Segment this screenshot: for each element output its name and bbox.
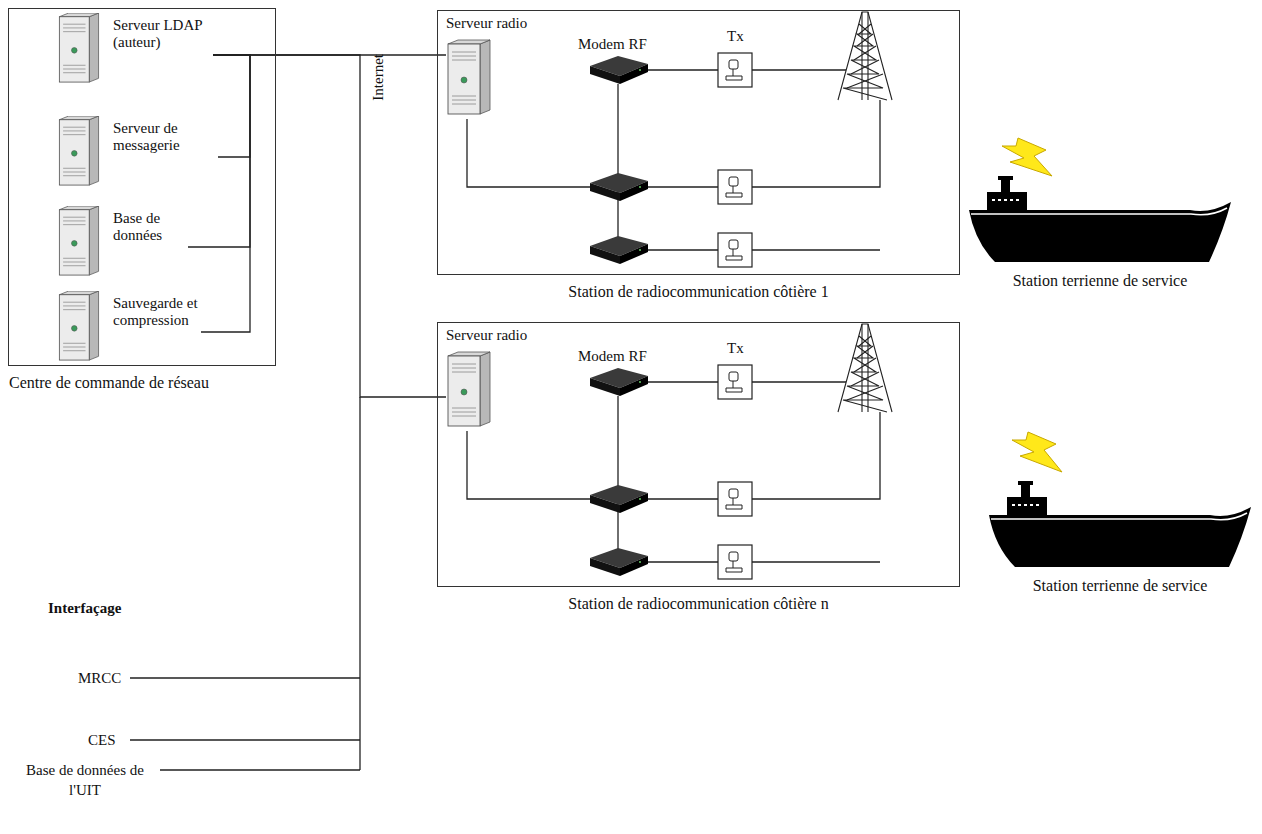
part-label: Tx: [727, 26, 744, 46]
network-link: [213, 55, 250, 157]
box-caption: Centre de commande de réseau: [9, 373, 275, 392]
server-label: Serveur radio: [446, 15, 527, 32]
ship-station: Station terrienne de service: [985, 475, 1255, 595]
server-label: Base de données: [113, 210, 188, 244]
group-heading: Interfaçage: [48, 598, 121, 618]
station-label: Station terrienne de service: [1013, 271, 1188, 290]
network-link: [201, 55, 250, 332]
part-label: Tx: [727, 338, 744, 358]
box-caption: Station de radiocommunication côtière n: [438, 594, 959, 613]
server-icon: [56, 291, 101, 361]
radio-server: Serveur radio: [446, 327, 527, 432]
internet-bus: [359, 397, 360, 770]
control-center-box: Centre de commande de réseauServeur LDAP…: [8, 8, 276, 366]
network-link: [188, 55, 250, 247]
radio-server: Serveur radio: [446, 15, 527, 120]
part-label: MRCC: [78, 668, 121, 688]
box-caption: Station de radiocommunication côtière 1: [438, 282, 959, 301]
server-icon: [56, 13, 101, 83]
server-icon: [56, 206, 101, 276]
network-link: [213, 55, 446, 397]
server-icon: [446, 35, 491, 120]
station-label: Station terrienne de service: [1033, 576, 1208, 595]
backup-server: Sauvegarde et compression: [56, 291, 201, 361]
ship-station: Station terrienne de service: [965, 170, 1235, 290]
server-label: Sauvegarde et compression: [113, 295, 201, 329]
server-icon: [56, 116, 101, 186]
ldap-server: Serveur LDAP (auteur): [56, 13, 213, 83]
ship-icon: [985, 475, 1255, 570]
server-label: Serveur LDAP (auteur): [113, 17, 213, 51]
coast-station-box: Station de radiocommunication côtière 1S…: [437, 10, 960, 275]
server-icon: [446, 347, 491, 432]
part-label: Base de données de l'UIT: [15, 760, 155, 800]
mail-server: Serveur de messagerie: [56, 116, 218, 186]
database-server: Base de données: [56, 206, 188, 276]
part-label: Modem RF: [578, 346, 647, 366]
server-label: Serveur radio: [446, 327, 527, 344]
coast-station-box: Station de radiocommunication côtière nS…: [437, 322, 960, 587]
part-label: Modem RF: [578, 34, 647, 54]
part-label: CES: [88, 730, 116, 750]
network-label: Internet: [368, 54, 388, 101]
server-label: Serveur de messagerie: [113, 120, 218, 154]
ship-icon: [965, 170, 1235, 265]
